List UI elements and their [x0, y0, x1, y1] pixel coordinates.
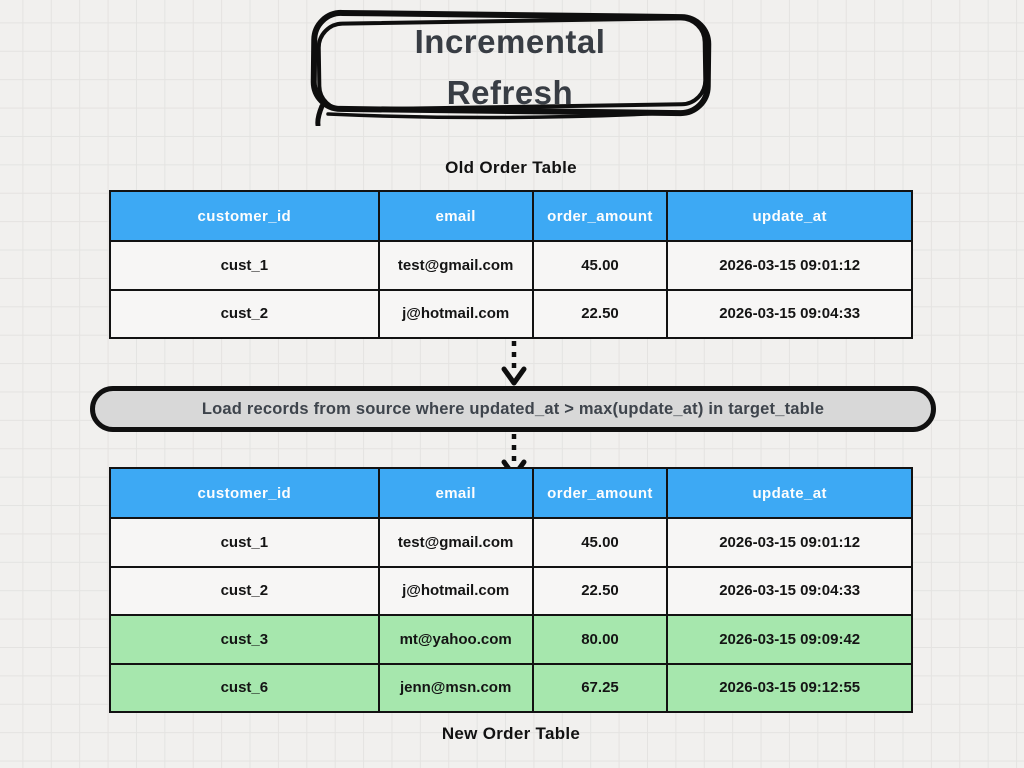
cell-email: j@hotmail.com: [377, 565, 534, 616]
title-line-1: Incremental: [414, 23, 606, 60]
cell-email: test@gmail.com: [377, 240, 534, 291]
table-row: cust_1 test@gmail.com 45.00 2026-03-15 0…: [109, 240, 913, 291]
new-table-label: New Order Table: [441, 724, 581, 743]
column-header-update-at: update_at: [666, 467, 913, 519]
column-header-customer-id: customer_id: [109, 190, 380, 242]
table-row: cust_1 test@gmail.com 45.00 2026-03-15 0…: [109, 517, 913, 568]
column-header-update-at: update_at: [666, 190, 913, 242]
cell-customer-id: cust_2: [109, 288, 380, 339]
cell-update-at: 2026-03-15 09:01:12: [666, 517, 913, 568]
column-header-order-amount: order_amount: [531, 467, 669, 519]
new-order-table: customer_id email order_amount update_at…: [109, 467, 913, 713]
cell-update-at: 2026-03-15 09:01:12: [666, 240, 913, 291]
cell-order-amount: 80.00: [531, 614, 669, 665]
table-row: cust_2 j@hotmail.com 22.50 2026-03-15 09…: [109, 288, 913, 339]
cell-order-amount: 45.00: [531, 517, 669, 568]
cell-order-amount: 22.50: [531, 565, 669, 616]
new-table-header-row: customer_id email order_amount update_at: [109, 467, 913, 519]
table-row-new-record: cust_3 mt@yahoo.com 80.00 2026-03-15 09:…: [109, 614, 913, 665]
down-arrow-icon: [501, 341, 527, 386]
cell-customer-id: cust_2: [109, 565, 380, 616]
old-table-header-row: customer_id email order_amount update_at: [109, 190, 913, 242]
cell-order-amount: 22.50: [531, 288, 669, 339]
process-step: Load records from source where updated_a…: [90, 386, 936, 432]
cell-customer-id: cust_1: [109, 240, 380, 291]
cell-order-amount: 67.25: [531, 662, 669, 713]
cell-update-at: 2026-03-15 09:12:55: [666, 662, 913, 713]
title-frame: Incremental Refresh: [298, 4, 722, 126]
column-header-customer-id: customer_id: [109, 467, 380, 519]
old-order-table: customer_id email order_amount update_at…: [109, 190, 913, 339]
cell-order-amount: 45.00: [531, 240, 669, 291]
table-row: cust_2 j@hotmail.com 22.50 2026-03-15 09…: [109, 565, 913, 616]
cell-email: jenn@msn.com: [377, 662, 534, 713]
cell-email: test@gmail.com: [377, 517, 534, 568]
cell-customer-id: cust_6: [109, 662, 380, 713]
old-table-label: Old Order Table: [445, 158, 577, 177]
column-header-email: email: [377, 190, 534, 242]
table-row-new-record: cust_6 jenn@msn.com 67.25 2026-03-15 09:…: [109, 662, 913, 713]
cell-email: j@hotmail.com: [377, 288, 534, 339]
cell-update-at: 2026-03-15 09:04:33: [666, 565, 913, 616]
cell-update-at: 2026-03-15 09:04:33: [666, 288, 913, 339]
sketch-border: [310, 9, 712, 126]
column-header-order-amount: order_amount: [531, 190, 669, 242]
cell-customer-id: cust_3: [109, 614, 380, 665]
cell-customer-id: cust_1: [109, 517, 380, 568]
column-header-email: email: [377, 467, 534, 519]
cell-email: mt@yahoo.com: [377, 614, 534, 665]
cell-update-at: 2026-03-15 09:09:42: [666, 614, 913, 665]
title-line-2: Refresh: [446, 74, 574, 111]
page-title: Incremental Refresh: [298, 16, 722, 118]
process-step-label: Load records from source where updated_a…: [201, 399, 825, 418]
